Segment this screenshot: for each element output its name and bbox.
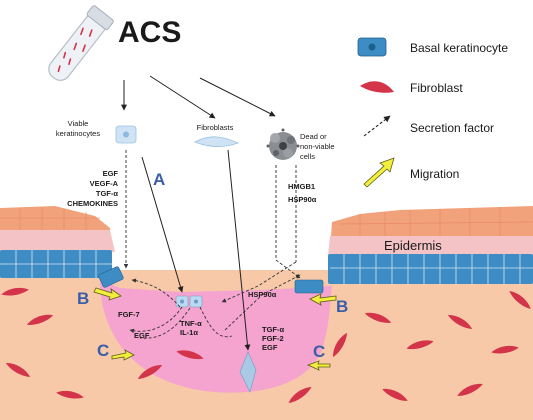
right-basal-layer [328, 254, 533, 284]
fibroblast-cell [1, 287, 29, 296]
factor-hsp-right: HSP90α [248, 290, 277, 299]
fibroblast-cell [382, 388, 408, 401]
legend-fibroblast-swatch [360, 81, 394, 93]
dead-cell-factors: HMGB1 HSP90α [288, 182, 317, 204]
fibroblast-source-cell [194, 136, 240, 148]
fibroblast-cell [137, 364, 163, 379]
factor-vegf: VEGF-A [90, 179, 119, 188]
fibroblast-cell [332, 332, 347, 358]
migrating-keratinocyte-right [294, 279, 324, 294]
right-skin-stack [328, 206, 533, 284]
fibroblast-cell [364, 312, 392, 323]
fibroblast-cell [406, 340, 434, 350]
acs-tube [48, 5, 114, 81]
cell-borders [0, 207, 533, 284]
keratinocyte-factors: EGF VEGF-A TGF-α CHEMOKINES [67, 169, 118, 208]
factor-tgf-group-3: EGF [262, 343, 278, 352]
dead-cell-cluster [266, 128, 300, 160]
legend-migration-arrow [363, 157, 395, 188]
fibroblast-cell [509, 291, 531, 309]
legend-secretion-label: Secretion factor [410, 121, 494, 135]
factor-chemokines: CHEMOKINES [67, 199, 118, 208]
delivery-arrows [141, 149, 251, 351]
fibroblast-cell [176, 350, 204, 360]
left-skin-stack [0, 206, 115, 278]
factor-hsp90: HSP90α [288, 195, 317, 204]
applied-fibroblast [239, 351, 257, 393]
fibroblasts-label: Fibroblasts [197, 123, 234, 132]
legend-keratinocyte-label: Basal keratinocyte [410, 41, 508, 55]
label-b-right: B [336, 297, 348, 316]
fibroblast-cell [56, 390, 84, 399]
migrating-keratinocyte-left [98, 266, 124, 288]
label-c-left: C [97, 341, 109, 360]
label-c-right: C [313, 342, 325, 361]
epidermis-label: Epidermis [384, 238, 442, 253]
fibroblast-cell [5, 362, 31, 377]
source-arrows [121, 75, 276, 119]
applied-keratinocytes [175, 295, 203, 308]
factor-egf: EGF [103, 169, 119, 178]
factor-tgf: TGF-α [96, 189, 118, 198]
legend-keratinocyte-nucleus [368, 43, 376, 51]
label-a: A [153, 170, 165, 189]
fibroblast-cell [491, 345, 519, 354]
migration-arrows [93, 287, 337, 371]
factor-tgf-group-1: TGF-α [262, 325, 284, 334]
fibroblast-cell [288, 386, 312, 404]
viable-label-2: keratinocytes [56, 129, 100, 138]
dead-label-1: Dead or [300, 132, 327, 141]
wound-bed [100, 280, 332, 393]
factor-hmgb1: HMGB1 [288, 182, 315, 191]
fibroblast-cells [1, 287, 531, 404]
viable-label-1: Viable [68, 119, 89, 128]
factor-il1: IL-1α [180, 328, 198, 337]
fibroblast-cell [26, 314, 54, 325]
label-b-left: B [77, 289, 89, 308]
factor-tgf-group-2: FGF-2 [262, 334, 284, 343]
viable-keratinocyte-nucleus [123, 131, 129, 138]
title: ACS [118, 16, 181, 49]
fibroblast-cell [457, 383, 483, 396]
dead-label-3: cells [300, 152, 315, 161]
factor-egf-left: EGF [134, 331, 150, 340]
dead-label-2: non-viable [300, 142, 335, 151]
fibroblast-cell [447, 314, 473, 329]
legend-migration-label: Migration [410, 167, 459, 181]
factor-fgf7: FGF-7 [118, 310, 140, 319]
factor-tnf: TNF-α [180, 319, 202, 328]
legend-secretion-arrow [363, 115, 391, 137]
secretion-lines [123, 150, 301, 339]
legend-fibroblast-label: Fibroblast [410, 81, 463, 95]
skin-section [0, 206, 533, 420]
legend: Basal keratinocyte Fibroblast Secretion … [357, 37, 508, 188]
